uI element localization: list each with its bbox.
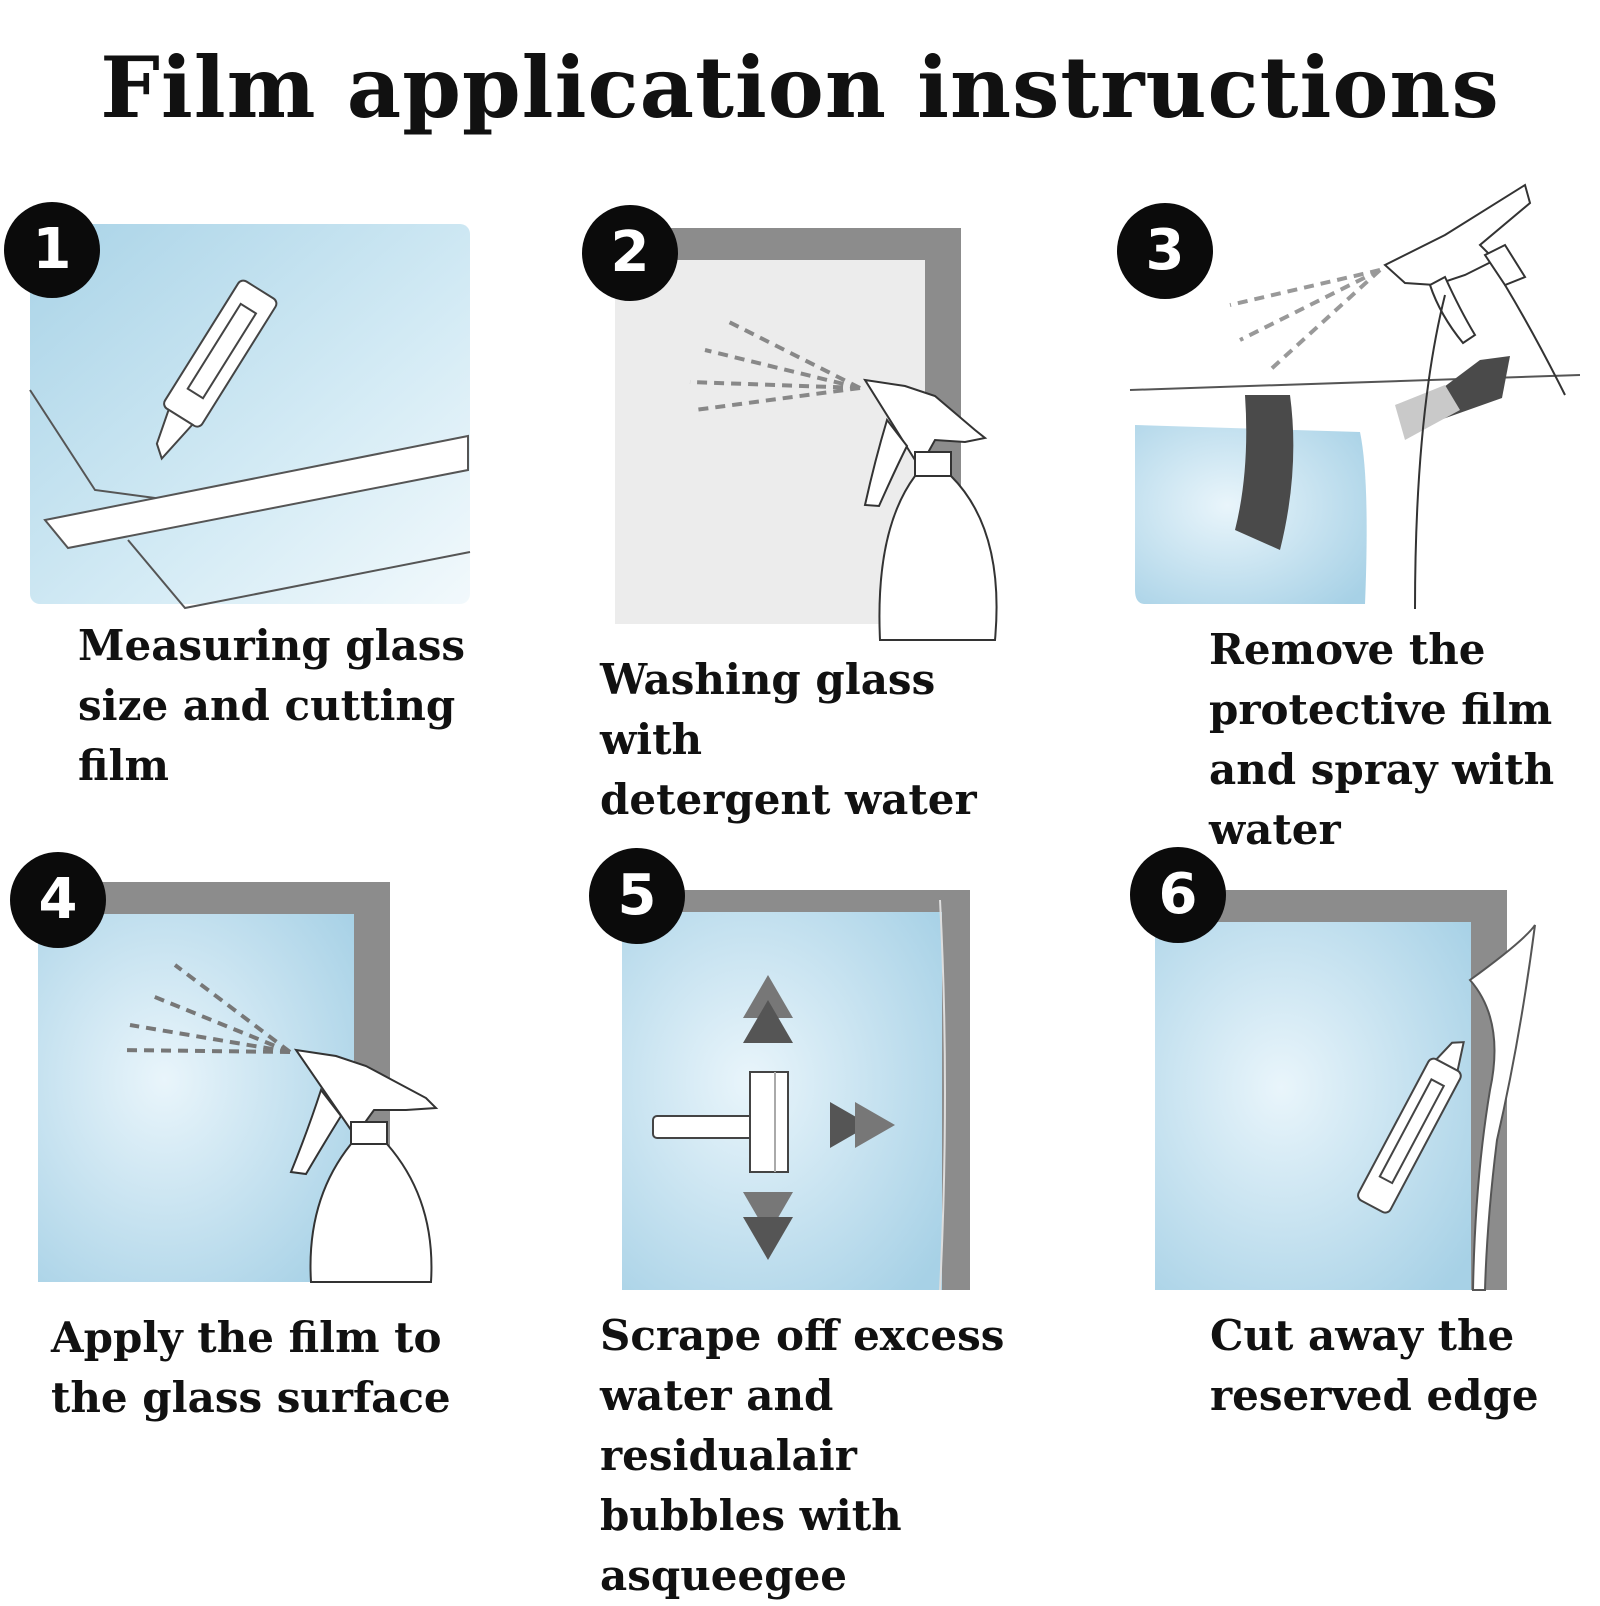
step-5-illustration	[622, 890, 970, 1291]
step-6-panel: 6 Cut away the reserved edge	[1125, 840, 1595, 1440]
step-3-illustration	[1129, 183, 1581, 610]
step-5-caption: Scrape off excess water and residualair …	[600, 1311, 1005, 1600]
arrow-right-icon	[830, 1102, 895, 1148]
step-6-caption: Cut away the reserved edge	[1210, 1311, 1539, 1420]
spray-mist	[1229, 268, 1382, 372]
step-6-number-badge: 6	[1130, 847, 1226, 943]
step-2-panel: 2 Washing glass with detergent water	[575, 180, 1055, 824]
squeegee-icon	[652, 1071, 789, 1173]
step-4-panel: 4 Apply the film to the glass surface	[0, 840, 520, 1440]
page-title: Film application instructions	[100, 38, 1500, 137]
step-5-panel: 5 Scrape off excess water and residualai…	[585, 840, 1085, 1600]
arrow-down-icon	[743, 1192, 793, 1260]
step-1-number-badge: 1	[4, 202, 100, 298]
arrow-up-icon	[743, 975, 793, 1043]
step-4-number-badge: 4	[10, 852, 106, 948]
utility-knife-icon	[155, 279, 278, 461]
step-6-illustration	[1155, 890, 1536, 1291]
step-2-number-badge: 2	[582, 205, 678, 301]
step-1-caption: Measuring glass size and cutting film	[78, 621, 466, 790]
step-5-number-badge: 5	[589, 848, 685, 944]
step-3-caption: Remove the protective film and spray wit…	[1209, 625, 1555, 854]
spray-mist	[689, 318, 861, 412]
spray-bottle-icon	[863, 378, 998, 641]
step-2-caption: Washing glass with detergent water	[600, 655, 977, 824]
spray-bottle-icon	[1383, 183, 1566, 610]
step-2-illustration	[615, 228, 998, 641]
step-1-illustration	[29, 224, 471, 610]
step-1-panel: 1 Measuring glass size and cutting film	[0, 180, 520, 820]
utility-knife-icon	[1357, 1041, 1465, 1214]
step-4-caption: Apply the film to the glass surface	[51, 1313, 451, 1422]
spray-mist	[119, 963, 292, 1054]
step-3-number-badge: 3	[1117, 203, 1213, 299]
step-3-panel: 3 Remove the protective film and spray w…	[1110, 180, 1600, 860]
step-4-illustration	[38, 882, 439, 1283]
spray-bottle-icon	[289, 1048, 439, 1283]
